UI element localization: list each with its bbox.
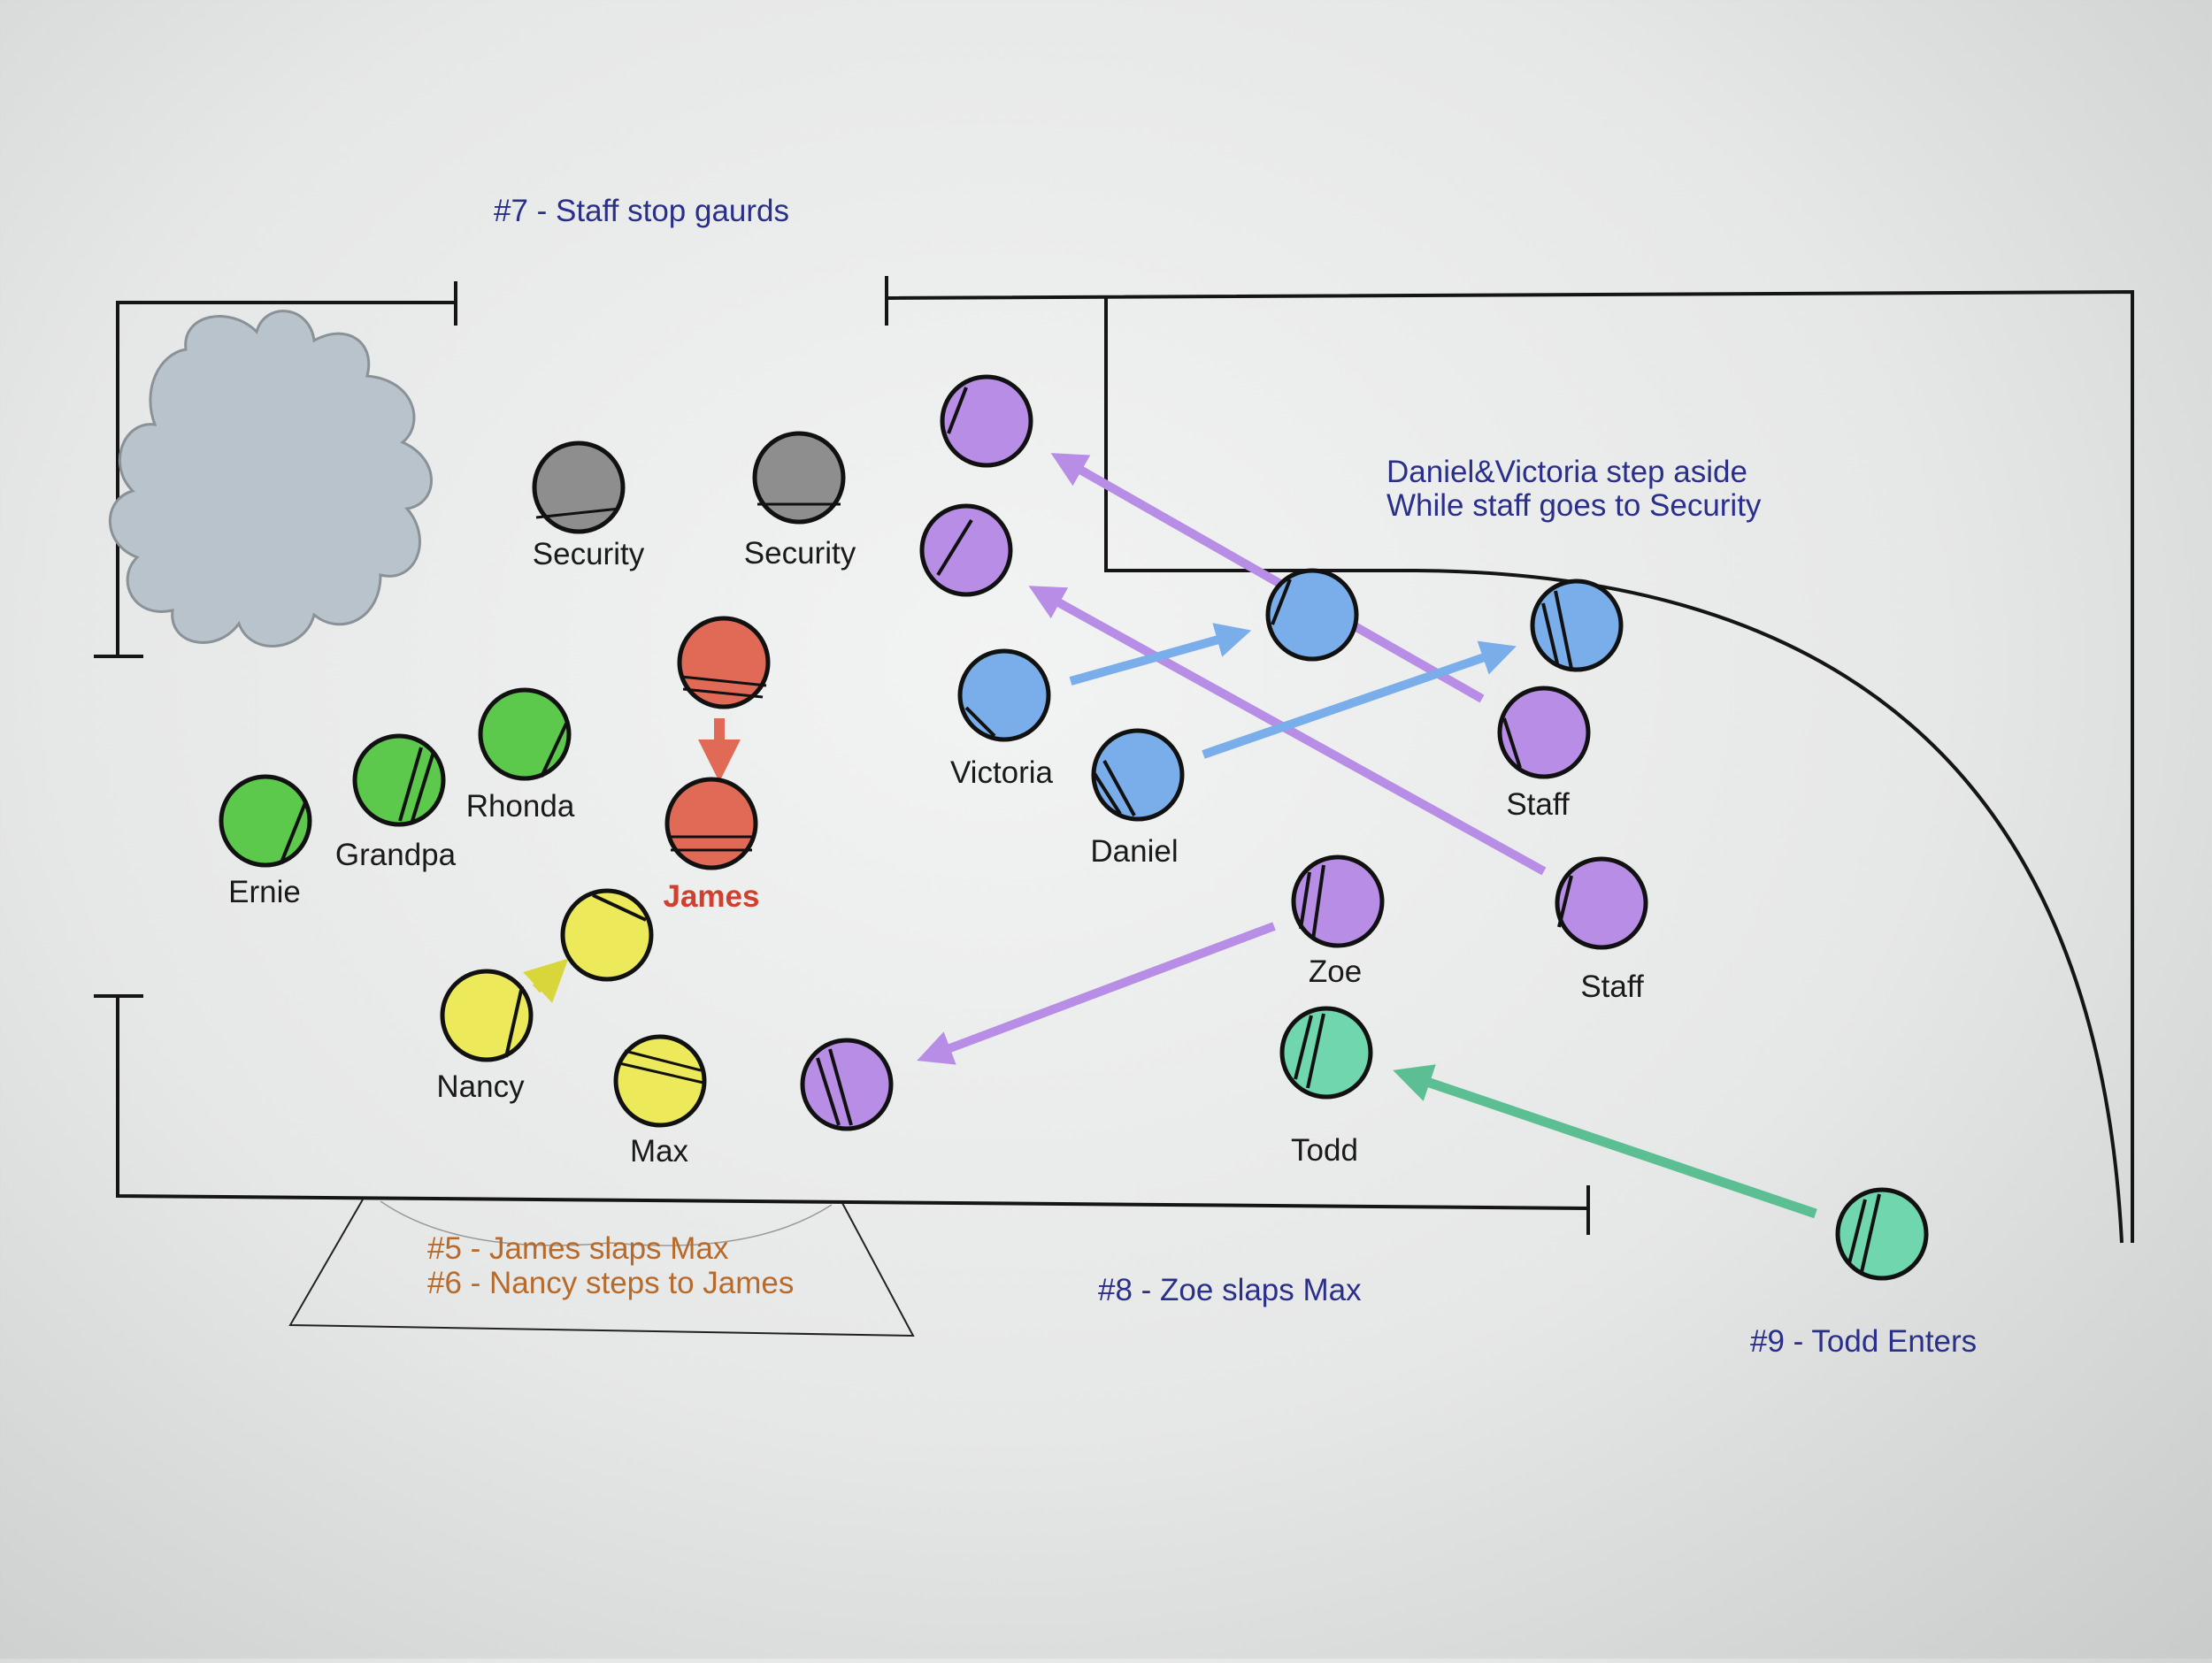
entrance-outline bbox=[288, 1199, 915, 1337]
label-security-left: Security bbox=[533, 537, 645, 571]
arrow-zoe bbox=[917, 922, 1276, 1065]
person-token-icon bbox=[440, 969, 534, 1062]
person-token-icon bbox=[532, 441, 626, 534]
person-token-icon bbox=[1091, 728, 1185, 822]
label-max: Max bbox=[630, 1134, 689, 1169]
note-nancy-steps: #6 - Nancy steps to James bbox=[427, 1266, 794, 1300]
person-token-icon bbox=[919, 503, 1013, 597]
note-staff-stop: #7 - Staff stop gaurds bbox=[494, 194, 789, 228]
label-james: James bbox=[664, 879, 760, 914]
arrow-daniel bbox=[1202, 640, 1517, 759]
person-token-icon bbox=[478, 687, 572, 781]
arrow-victoria bbox=[1069, 623, 1252, 686]
label-ernie: Ernie bbox=[228, 875, 301, 909]
walls bbox=[94, 276, 2134, 1244]
label-grandpa: Grandpa bbox=[335, 838, 457, 872]
person-token-icon bbox=[1555, 856, 1648, 950]
arrow-nancy bbox=[523, 958, 569, 1003]
person-token-icon bbox=[940, 374, 1033, 468]
arrow-staff-lower bbox=[1028, 586, 1547, 876]
name-labels: Security Security Rhonda Grandpa Ernie J… bbox=[228, 536, 1644, 1169]
wall-inner-curve bbox=[1104, 298, 2124, 1244]
arrow-staff-upper bbox=[1050, 453, 1485, 703]
person-token-icon bbox=[1265, 568, 1359, 662]
bush-icon bbox=[108, 310, 433, 648]
note-aside-line2: While staff goes to Security bbox=[1386, 488, 1762, 523]
label-nancy: Nancy bbox=[436, 1069, 525, 1104]
note-aside-line1: Daniel&Victoria step aside bbox=[1386, 455, 1747, 489]
note-zoe-slaps: #8 - Zoe slaps Max bbox=[1098, 1273, 1362, 1307]
wall-top-right bbox=[886, 289, 2134, 1243]
person-token-icon bbox=[613, 1034, 707, 1128]
label-daniel: Daniel bbox=[1090, 834, 1178, 869]
note-todd-enters: #9 - Todd Enters bbox=[1750, 1324, 1977, 1359]
label-zoe: Zoe bbox=[1309, 954, 1362, 989]
person-token-icon bbox=[1291, 854, 1385, 948]
person-token-icon bbox=[352, 733, 446, 827]
person-token-icon bbox=[1835, 1187, 1929, 1281]
entrance bbox=[288, 1199, 915, 1337]
label-staff-lower: Staff bbox=[1580, 969, 1644, 1004]
person-token-icon bbox=[560, 888, 654, 982]
label-staff-upper: Staff bbox=[1506, 787, 1570, 822]
person-token-icon bbox=[677, 616, 771, 709]
person-token-icon bbox=[1530, 579, 1624, 672]
arrow-todd bbox=[1393, 1064, 1817, 1219]
person-token-icon bbox=[752, 431, 846, 525]
wall-bottom bbox=[116, 996, 1589, 1210]
label-todd: Todd bbox=[1291, 1133, 1358, 1168]
person-token-icon bbox=[219, 774, 312, 868]
person-token-icon bbox=[800, 1038, 894, 1131]
person-token-icon bbox=[1279, 1006, 1373, 1100]
entrance-swing bbox=[380, 1200, 833, 1246]
label-rhonda: Rhonda bbox=[466, 789, 575, 824]
note-james-slaps: #5 - James slaps Max bbox=[427, 1231, 729, 1266]
label-victoria: Victoria bbox=[950, 755, 1054, 790]
person-token-icon bbox=[1497, 686, 1591, 779]
arrows bbox=[523, 453, 1817, 1219]
person-token-icon bbox=[957, 648, 1051, 742]
label-security-right: Security bbox=[744, 536, 856, 571]
people bbox=[219, 374, 1929, 1281]
person-token-icon bbox=[664, 777, 758, 870]
notes: #7 - Staff stop gaurds Daniel&Victoria s… bbox=[427, 194, 1977, 1359]
